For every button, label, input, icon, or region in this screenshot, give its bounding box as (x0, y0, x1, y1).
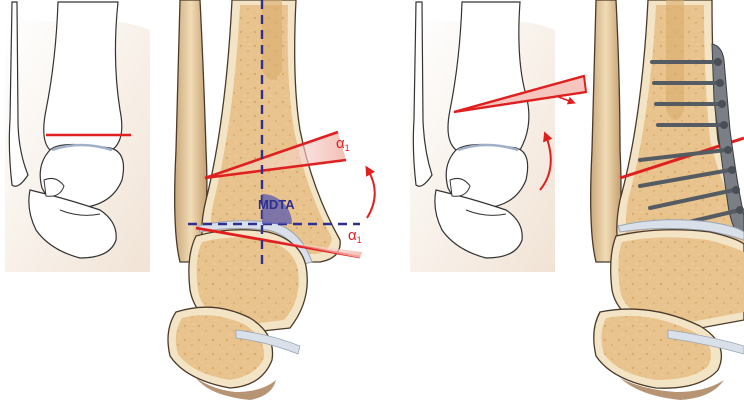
left-main: MDTA α1 α1 (168, 0, 375, 400)
left-rotation-arrow (367, 170, 375, 218)
right-main (591, 0, 744, 400)
left-inset (5, 2, 150, 272)
mdta-label: MDTA (258, 197, 295, 212)
right-inset (410, 2, 586, 272)
alpha-label-lower: α1 (348, 227, 362, 245)
alpha-label-upper: α1 (336, 135, 350, 153)
